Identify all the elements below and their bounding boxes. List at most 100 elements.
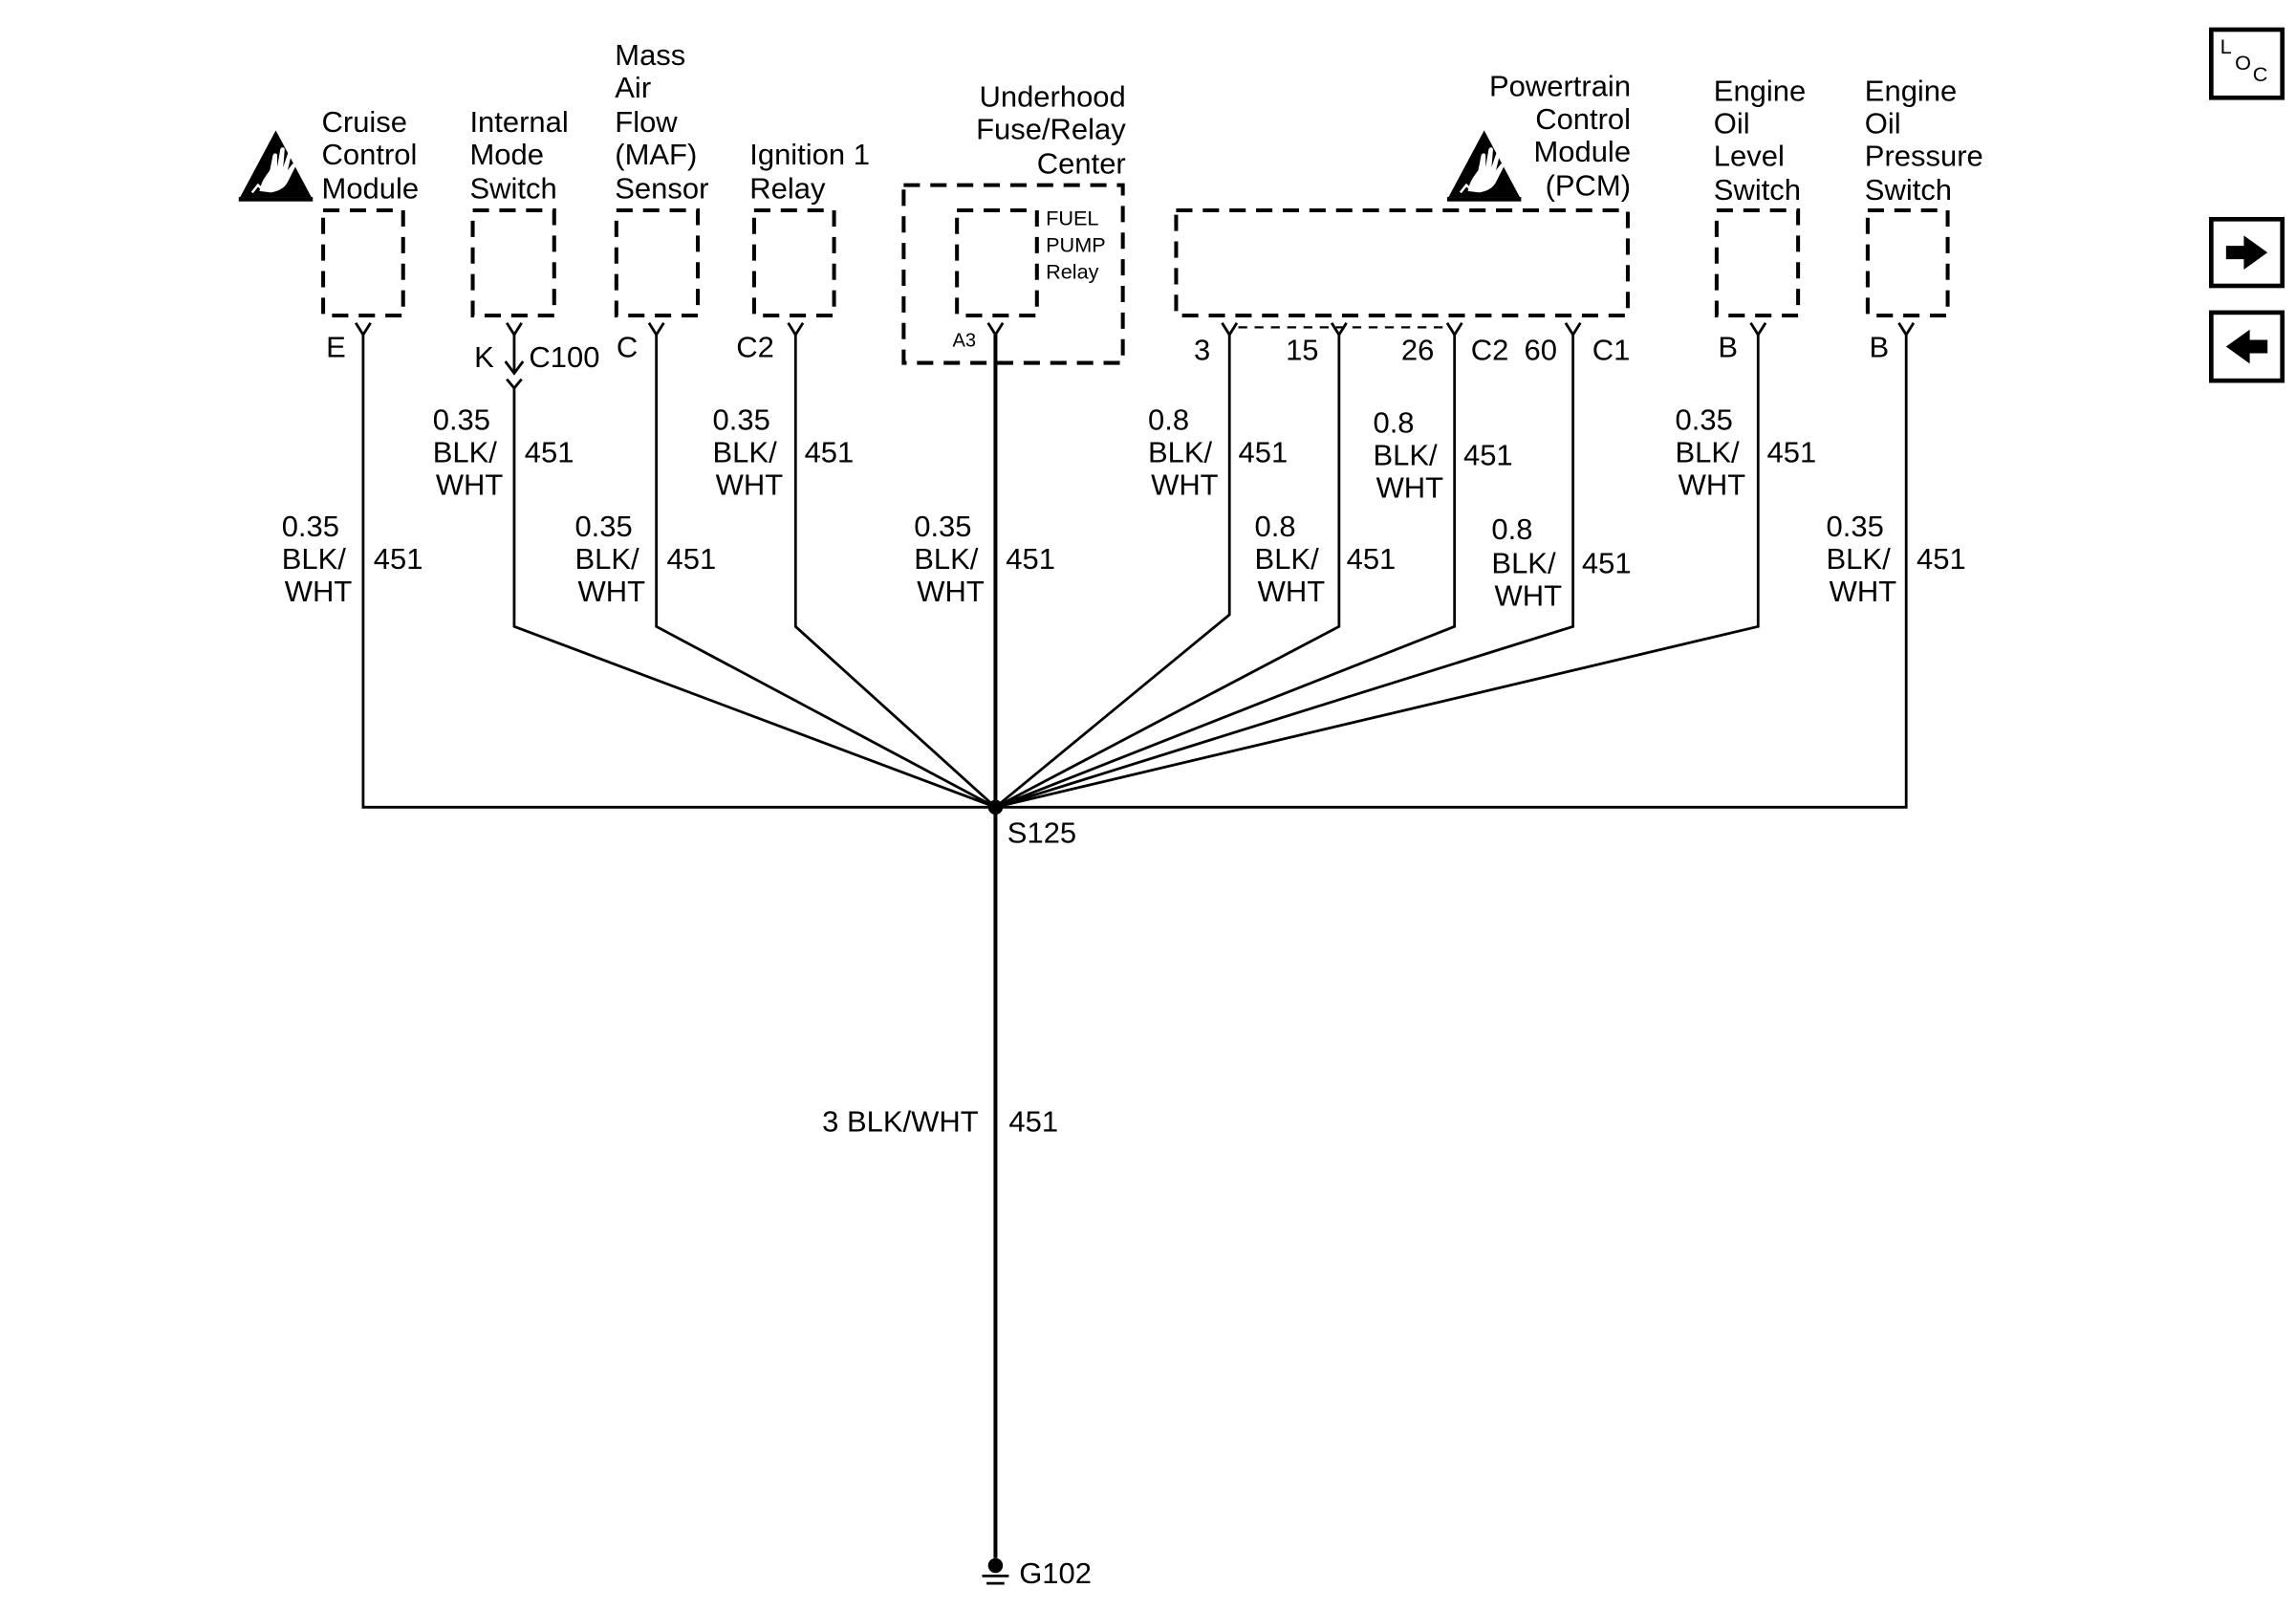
wire-color: BLK/ (1148, 435, 1213, 468)
wire-size: 0.35 (282, 510, 339, 543)
wire-color: WHT (1679, 468, 1746, 501)
pin-label: C2 (736, 330, 774, 363)
component-label-line: Mass (615, 38, 685, 72)
wire-color: BLK/ (574, 542, 639, 576)
wire-label-pcm-26: 0.8 BLK/ WHT 451 (1373, 405, 1512, 504)
pcm-label: Powertrain Control Module (PCM) (1489, 70, 1631, 203)
ground-icon (982, 1557, 1009, 1585)
cruise-control-module-box (321, 207, 405, 317)
component-label-line: Control (1535, 102, 1631, 136)
wire-oil-level (995, 335, 1760, 809)
component-label-line: Underhood (980, 80, 1126, 114)
wire-label-fuse-center: 0.35 BLK/ WHT 451 (914, 510, 1055, 608)
splice-dot (987, 799, 1004, 816)
component-label-line: Pressure (1865, 140, 1983, 173)
circuit-number: 451 (525, 435, 574, 468)
wire-color: BLK/ (1827, 542, 1892, 576)
wire-size: 0.35 (914, 510, 971, 543)
engine-oil-level-switch-box (1714, 207, 1801, 317)
wire-maf (655, 335, 997, 809)
cruise-control-module-label: Cruise Control Module (322, 105, 420, 206)
wire-size: 0.35 (713, 402, 770, 436)
wire-color: WHT (917, 575, 985, 608)
wire-color: BLK/ (433, 435, 498, 468)
wire-label-oil-level: 0.35 BLK/ WHT 451 (1676, 402, 1817, 501)
circuit-number: 451 (1239, 435, 1289, 468)
relay-label-line: PUMP (1046, 232, 1106, 256)
wire-color: WHT (1376, 471, 1444, 505)
wire-label-maf: 0.35 BLK/ WHT 451 (574, 510, 716, 608)
wire-ignition (793, 335, 997, 809)
circuit-number: 451 (667, 542, 717, 576)
ignition-1-relay-label: Ignition 1 Relay (749, 138, 870, 206)
component-label-line: Cruise (322, 105, 407, 139)
previous-button[interactable] (2209, 310, 2285, 383)
wire-color: WHT (1495, 579, 1563, 613)
wire-color: WHT (1830, 575, 1897, 608)
circuit-number: 451 (374, 542, 423, 576)
pin-label: 60 (1525, 333, 1557, 366)
component-label-line: Fuse/Relay (976, 113, 1126, 146)
pin-label: B (1718, 330, 1738, 363)
internal-mode-switch-label: Internal Mode Switch (469, 105, 568, 206)
wire-label-oil-pressure: 0.35 BLK/ WHT 451 (1827, 510, 1966, 608)
right-arrow-icon (2225, 235, 2268, 270)
connector-label: C100 (529, 340, 599, 374)
circuit-number: 451 (1767, 435, 1817, 468)
circuit-number: 451 (1008, 1105, 1058, 1139)
wire-size: 0.8 (1255, 510, 1296, 543)
wire-label-pcm-3: 0.8 BLK/ WHT 451 (1148, 402, 1288, 501)
ground-wire-label: 3 BLK/WHT (822, 1105, 979, 1139)
fuel-pump-relay-label: FUEL PUMP Relay (1046, 206, 1106, 283)
component-label-line: Flow (615, 105, 678, 139)
component-label-line: Switch (1714, 173, 1801, 207)
component-label-line: Control (322, 138, 418, 171)
pin-label: C (617, 330, 638, 363)
wire-color: BLK/ (1491, 547, 1556, 580)
connector-label: C1 (1592, 333, 1631, 366)
component-label-line: Engine (1714, 74, 1806, 107)
maf-sensor-box (614, 207, 701, 317)
wire-internal-mode (512, 387, 996, 809)
engine-oil-level-switch-label: Engine Oil Level Switch (1714, 74, 1806, 207)
wire-color: BLK/ (1373, 438, 1438, 471)
underhood-fuse-relay-center-label: Underhood Fuse/Relay Center (976, 80, 1126, 181)
engine-oil-pressure-switch-box (1865, 207, 1950, 317)
wire-color: WHT (285, 575, 353, 608)
pin-label: B (1869, 330, 1889, 363)
wire-color: WHT (1151, 468, 1219, 501)
wire-color: WHT (578, 575, 646, 608)
pin-label: 15 (1286, 333, 1318, 366)
component-label-line: Powertrain (1489, 70, 1631, 103)
loc-button-letter: L (2220, 34, 2232, 58)
left-arrow-icon (2225, 329, 2268, 364)
loc-button[interactable]: L O C (2209, 27, 2285, 100)
ignition-1-relay-box (751, 207, 836, 317)
pin-label: A3 (953, 331, 977, 352)
wire-size: 0.8 (1148, 402, 1189, 436)
wire-size: 0.8 (1373, 405, 1414, 439)
wire-size: 0.8 (1491, 512, 1532, 546)
wires (361, 335, 1908, 1558)
wire-label-pcm-15: 0.8 BLK/ WHT 451 (1255, 510, 1397, 608)
pin-label: 3 (1194, 333, 1210, 366)
wire-pcm-3 (994, 335, 1231, 809)
component-label-line: Mode (469, 138, 543, 171)
pin-label: 26 (1401, 333, 1434, 366)
next-button[interactable] (2209, 216, 2285, 289)
esd-sensitive-icon (1445, 129, 1523, 203)
circuit-number: 451 (1582, 547, 1632, 580)
underhood-fuse-relay-center-box (901, 183, 1125, 365)
esd-sensitive-icon (237, 129, 314, 203)
component-label-line: Level (1714, 140, 1785, 173)
wire-color: WHT (716, 468, 784, 501)
component-label-line: Oil (1714, 106, 1750, 140)
circuit-number: 451 (1347, 542, 1397, 576)
wire-pcm-60 (995, 335, 1575, 809)
ground-label: G102 (1019, 1556, 1092, 1590)
wire-label-internal-mode: 0.35 BLK/ WHT 451 (433, 402, 574, 501)
component-label-line: Module (1533, 135, 1631, 168)
loc-button-letter: O (2235, 51, 2251, 75)
component-label-line: Module (322, 172, 420, 206)
